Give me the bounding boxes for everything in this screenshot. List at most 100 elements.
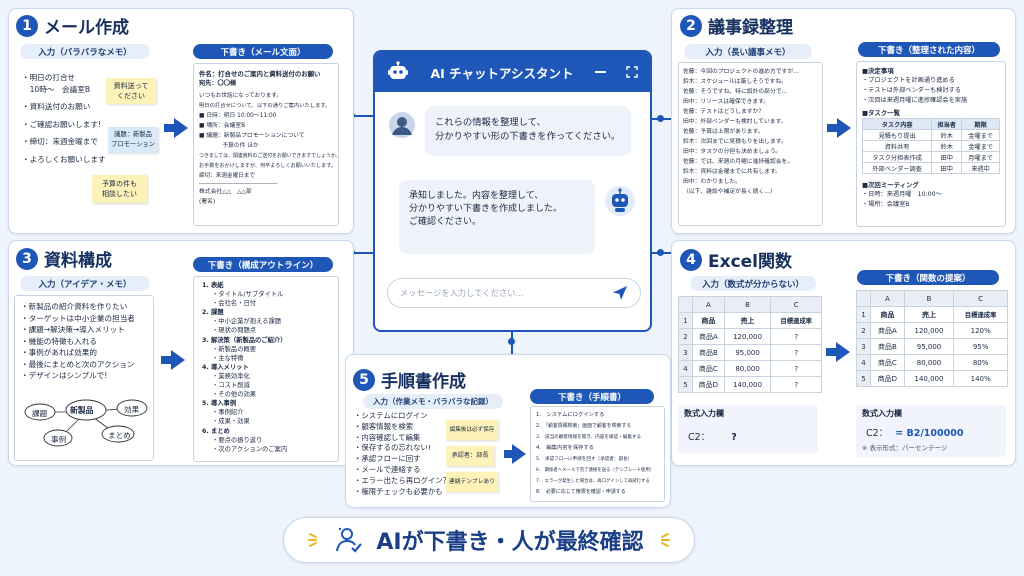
column-header: B [723,296,772,313]
message-input[interactable]: メッセージを入力してください... [387,278,641,308]
memo-line: ・締切：来週金曜まで [22,137,98,146]
arrow-icon [827,124,837,132]
idea-line: ・デザインはシンプルで! [21,371,108,380]
table-row: 見積もり提出鈴木金曜まで [861,129,1000,141]
procedure-step: 1. システムにログインする [536,412,605,418]
outline-item: ・現状の問題点 [212,327,257,335]
email-line: ■ 日時：明日 10:00〜11:00 [199,113,277,119]
sparkle-icon [308,533,318,547]
input-label: 入力（長い議事メモ） [684,44,812,59]
procedure-step: 2. 「顧客情報検索」画面で顧客を検索する [536,423,632,429]
work-line: ・保存するの忘れない! [354,443,431,453]
minimize-icon[interactable] [595,71,606,73]
output-label: 下書き（整理された内容） [858,42,1000,57]
send-icon[interactable] [612,285,628,301]
footer-banner: AIが下書き・人が最終確認 [283,517,695,563]
minutes-line: 佐藤：今回のプロジェクトの進め方ですが… [683,69,799,75]
procedure-step: 5. 承認フローに申請を回す（承認者：部長） [536,457,633,462]
section-heading: ■タスク一覧 [862,109,900,117]
sticky-note: 予算の件も 相談したい [92,175,147,203]
email-line: 予算の件 ほか [199,143,259,149]
output-label: 下書き（メール文面） [193,44,333,59]
memo-line: 10時〜 会議室B [22,84,91,94]
outline-item: ・業務効率化 [212,372,250,380]
step-number: 4 [680,248,702,271]
minutes-line: （以下、雑談や補足が長く続く…） [683,189,776,195]
minutes-line: 鈴木：スケジュールは厳しそうですね。 [683,79,787,85]
outline-heading: 5. 導入事例 [202,400,237,408]
formula-note: ※ 表示形式：パーセンテージ [862,444,948,452]
procedure-step: 8. 必要に応じて権限を確認・申請する [536,489,626,495]
step-number: 5 [353,368,375,391]
email-to: 宛先：〇〇様 [199,80,237,87]
user-avatar-icon [389,112,415,138]
connector-dot [657,249,664,256]
email-line: ■ 議題：新製品プロモーションについて [199,133,305,139]
mind-node: 効果 [124,405,140,414]
table-header: 期限 [961,118,1000,130]
column-header: A [870,290,905,307]
email-line: いつもお世話になっております。 [199,93,282,99]
outline-item: ・次のアクションのご案内 [212,445,288,453]
email-line: 明日の打合せについて、以下の通りご案内いたします。 [199,103,331,109]
decision-item: ・次回は来週月曜に進捗確認会を実施 [862,97,968,104]
arrow-icon [836,342,850,362]
sparkle-icon [660,533,670,547]
arrow-icon [171,350,185,370]
minutes-line: 佐藤：テストはどうしますか？ [683,109,765,115]
connector-dot [508,338,515,345]
table-row: 資料共有鈴木金曜まで [861,140,1000,152]
work-line: ・権限チェックも必要かも [354,486,443,496]
output-label: 下書き（手順書） [530,389,654,404]
section-heading: ■次回ミーティング [862,181,919,189]
outline-item: ・タイトル/サブタイトル [212,291,284,299]
message-input-placeholder: メッセージを入力してください... [400,288,524,298]
work-line: ・メールで連絡する [354,464,421,474]
column-header: C [953,290,1008,307]
minutes-line: 田中：タスクの分担も決めましょう。 [683,149,782,155]
task-table: タスク内容 担当者 期限 見積もり提出鈴木金曜まで 資料共有鈴木金曜まで タスク… [861,118,1000,174]
memo-line: ・明日の打合せ [22,73,76,82]
panel-outline-header: 3 資料構成 [16,246,112,271]
table-header: タスク内容 [861,118,933,130]
decision-item: ・テストは外部ベンダーも検討する [862,87,961,94]
procedure-step: 6. 関係者へメールで完了連絡を送る（テンプレート使用） [536,468,655,473]
decision-item: ・プロジェクトを計画通り進める [862,77,955,84]
procedure-step: 7. エラーが発生した場合は、再ログインして再試行する [536,479,650,484]
table-row: タスク分担表作成田中月曜まで [861,151,1000,163]
work-line: ・承認フローに回す [354,454,421,464]
sticky-note: 編集後は必ず保存 [446,420,498,440]
email-line: ■ 場所：会議室B [199,123,246,129]
idea-line: ・機能の特徴も入れる [21,336,97,346]
arrow-icon [826,348,836,356]
memo-line: ・よろしくお願いします [22,154,106,164]
meeting-item: ・日時：来週月曜 10:00〜 [862,191,942,198]
ai-robot-icon [605,186,635,216]
formula-label: 数式入力欄 [862,409,902,418]
input-label: 入力（数式が分からない） [690,276,816,291]
panel-title: メール作成 [44,18,129,38]
outline-item: ・コスト削減 [212,382,250,390]
mind-node-center: 新製品 [70,406,94,415]
arrow-icon [161,356,171,364]
chat-title: AI チャットアシスタント [430,65,574,81]
idea-line: ・最後にまとめと次のアクション [21,359,135,369]
email-subject: 件名：打合せのご案内と資料送付のお願い [199,70,321,78]
email-line: 締切：来週金曜日まで [199,173,255,179]
panel-minutes-header: 2 議事録整理 [680,13,793,38]
memo-line: ・ご確認お願いします! [22,119,101,129]
minutes-line: 佐藤：では、来週の月曜に進捗確認会を。 [683,159,794,165]
maximize-icon[interactable] [626,66,638,78]
work-line: ・内容確認して編集 [354,432,421,442]
work-line: ・システムにログイン [354,411,428,420]
mind-node: 課題 [32,409,48,418]
memo-line: ・資料送付のお願い [22,102,91,111]
formula-input-box: 数式入力欄 C2： ? [678,405,818,453]
outline-item: ・会社名・日付 [212,300,257,308]
